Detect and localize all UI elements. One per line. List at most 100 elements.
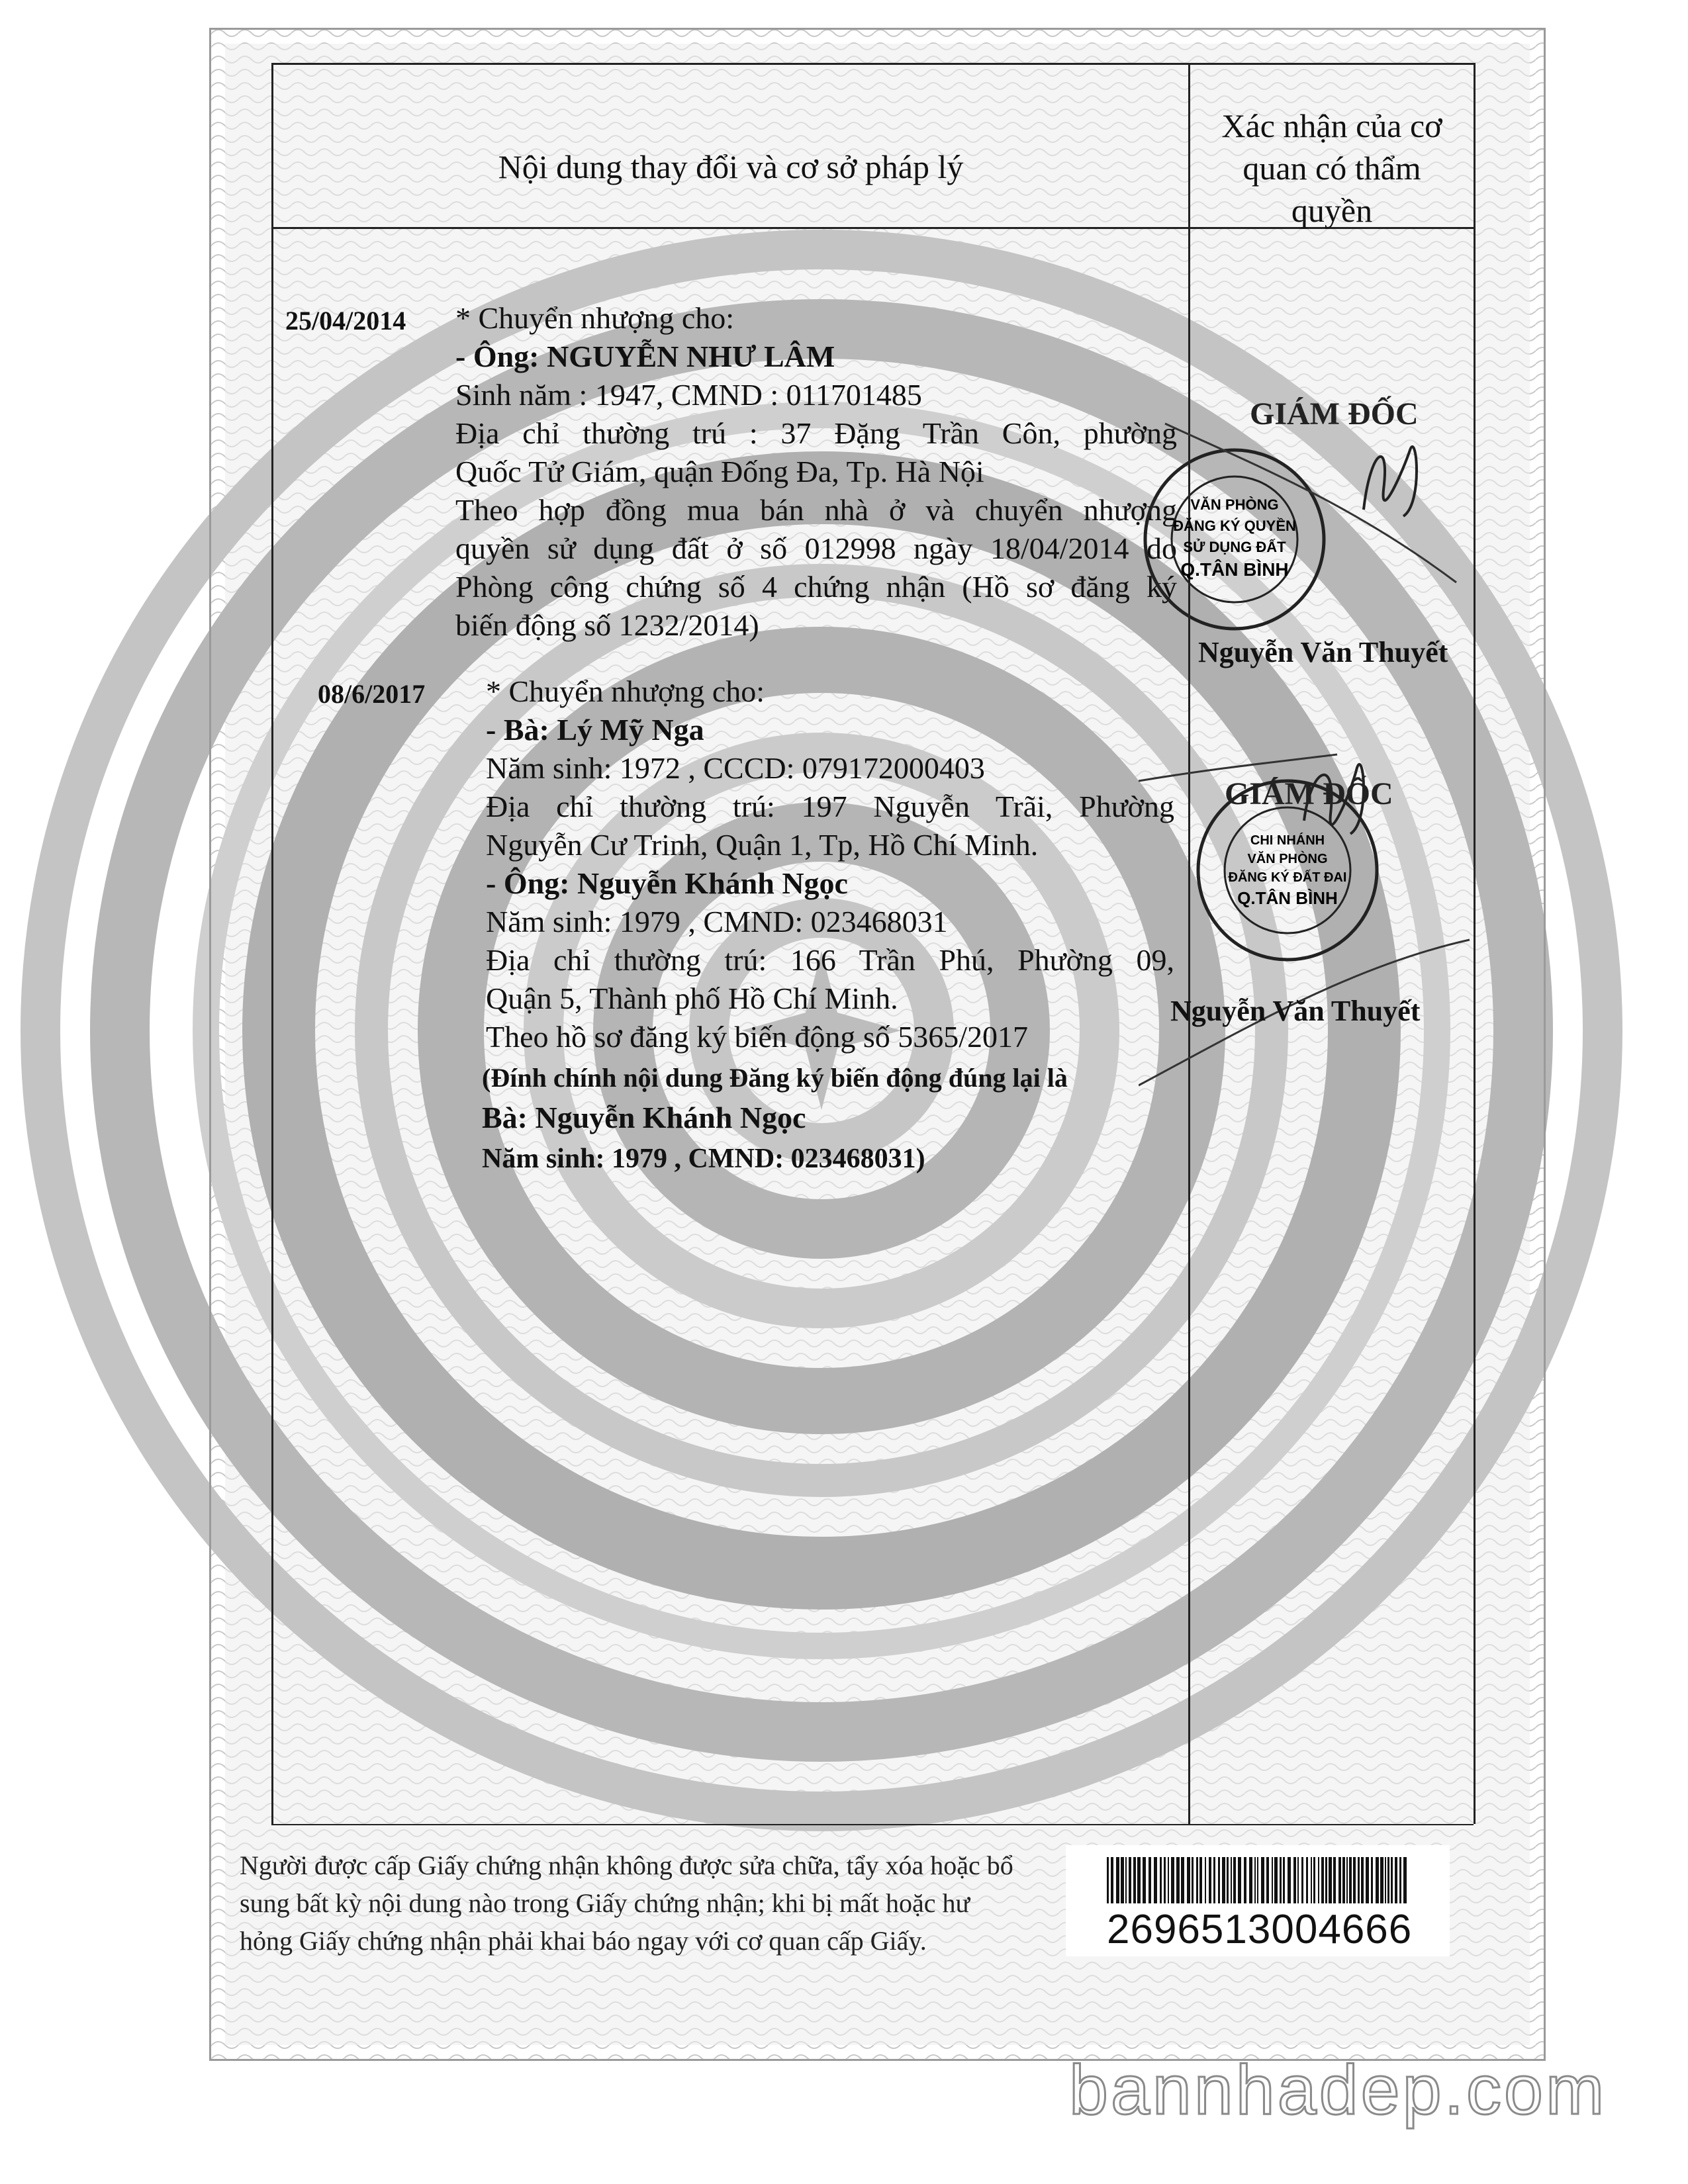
barcode-number: 2696513004666 [1107, 1907, 1413, 1952]
signer-title: GIÁM ĐỐC [1250, 396, 1419, 432]
barcode-bar [1209, 1857, 1211, 1903]
entry-line: Theo hợp đồng mua bán nhà ở và chuyển nh… [455, 493, 1177, 527]
barcode-bar [1288, 1857, 1291, 1903]
stamp-text: ĐĂNG KÝ ĐẤT ĐAI [1229, 869, 1347, 885]
barcode-bar [1187, 1857, 1190, 1903]
entry-line: quyền sử dụng đất ở số 012998 ngày 18/04… [455, 531, 1177, 565]
handwritten-signature [1164, 422, 1457, 584]
barcode-bar [1342, 1857, 1345, 1903]
official-stamp: CHI NHÁNH VĂN PHÒNG ĐĂNG KÝ ĐẤT ĐAI Q.TÂ… [1196, 779, 1379, 962]
handwritten-signature [1139, 753, 1470, 1087]
barcode-bar [1338, 1857, 1341, 1903]
barcode-bar [1403, 1857, 1407, 1903]
barcode-bar [1380, 1857, 1383, 1903]
entry-owner-name: - Ông: NGUYỄN NHƯ LÂM [455, 340, 835, 373]
barcode-bar [1143, 1857, 1146, 1903]
header-content-column: Nội dung thay đổi và cơ sở pháp lý [498, 148, 964, 185]
barcode-bar [1311, 1857, 1312, 1903]
barcode-bar [1181, 1857, 1184, 1903]
barcode-bar [1196, 1857, 1198, 1903]
barcode-bar [1227, 1857, 1229, 1903]
barcode-bar [1280, 1857, 1282, 1903]
correction-note: (Đính chính nội dung Đăng ký biến động đ… [482, 1063, 1068, 1093]
signer-name: Nguyễn Văn Thuyết [1170, 995, 1421, 1027]
entry-line: * Chuyển nhượng cho: [486, 674, 765, 708]
barcode-bar [1387, 1857, 1389, 1903]
barcode-bar [1111, 1857, 1113, 1903]
correction-name: Bà: Nguyễn Khánh Ngọc [482, 1101, 806, 1134]
stamp-text: ĐĂNG KÝ QUYỀN [1173, 518, 1296, 534]
barcode-bar [1366, 1857, 1369, 1903]
barcode-bar [1346, 1857, 1348, 1903]
barcode-bar [1233, 1857, 1236, 1903]
barcode-bar [1125, 1857, 1127, 1903]
entry-line: * Chuyển nhượng cho: [455, 301, 735, 335]
barcode-bar [1133, 1857, 1136, 1903]
barcode-bar [1249, 1857, 1252, 1903]
barcode-bar [1329, 1857, 1332, 1903]
header-confirm-line: Xác nhận của cơ [1221, 107, 1442, 144]
header-confirm-column: Xác nhận của cơ quan có thẩm quyền [1190, 105, 1474, 232]
barcode-bar [1238, 1857, 1241, 1903]
footer-notice-line: Người được cấp Giấy chứng nhận không đượ… [240, 1850, 1013, 1880]
header-divider [271, 227, 1474, 229]
stamp-text: VĂN PHÒNG [1247, 850, 1327, 866]
header-confirm-line: quyền [1291, 192, 1373, 229]
bronze-drum-emblem [21, 230, 1622, 1831]
barcode-bar [1129, 1857, 1131, 1903]
barcode-bar [1168, 1857, 1169, 1903]
barcode-bar [1254, 1857, 1256, 1903]
stamp-text: Q.TÂN BÌNH [1237, 888, 1338, 908]
entry-line: Năm sinh: 1972 , CCCD: 079172000403 [486, 751, 985, 785]
barcode-bar [1116, 1857, 1119, 1903]
barcode-bar [1321, 1857, 1324, 1903]
barcode-bar [1199, 1857, 1202, 1903]
barcode-bar [1218, 1857, 1220, 1903]
stamp-text: VĂN PHÒNG [1190, 496, 1278, 513]
barcode-bar [1353, 1857, 1356, 1903]
barcode [1107, 1857, 1407, 1903]
barcode-bar [1318, 1857, 1319, 1903]
barcode-bar [1313, 1857, 1315, 1903]
barcode-box [1066, 1845, 1450, 1956]
barcode-bar [1272, 1857, 1273, 1903]
barcode-bar [1171, 1857, 1174, 1903]
barcode-bar [1164, 1857, 1166, 1903]
page-border [209, 28, 1546, 2061]
correction-id: Năm sinh: 1979 , CMND: 023468031) [482, 1144, 925, 1174]
entry-line: Phòng công chứng số 4 chứng nhận (Hồ sơ … [455, 570, 1177, 604]
barcode-bar [1333, 1857, 1336, 1903]
entry-date: 25/04/2014 [285, 306, 406, 336]
barcode-bar [1213, 1857, 1215, 1903]
barcode-bar [1192, 1857, 1194, 1903]
entry-line: Năm sinh: 1979 , CMND: 023468031 [486, 905, 948, 938]
barcode-bar [1306, 1857, 1308, 1903]
footer-notice-line: hỏng Giấy chứng nhận phải khai báo ngay … [240, 1926, 927, 1956]
stamp-text: Q.TÂN BÌNH [1180, 559, 1288, 580]
signer-name: Nguyễn Văn Thuyết [1198, 636, 1448, 668]
barcode-bar [1121, 1857, 1124, 1903]
header-confirm-line: quan có thẩm [1243, 150, 1421, 187]
entry-line: Địa chỉ thường trú : 37 Đặng Trần Côn, p… [455, 416, 1177, 450]
barcode-bar [1399, 1857, 1401, 1903]
table-bottom-border [271, 1824, 1474, 1825]
barcode-bar [1274, 1857, 1278, 1903]
entry-date: 08/6/2017 [318, 679, 426, 709]
barcode-bar [1231, 1857, 1232, 1903]
entry-line: Sinh năm : 1947, CMND : 011701485 [455, 378, 922, 412]
entry-owner-name: - Bà: Lý Mỹ Nga [486, 713, 704, 747]
barcode-bar [1391, 1857, 1393, 1903]
barcode-bar [1257, 1857, 1258, 1903]
barcode-bar [1244, 1857, 1246, 1903]
watermark: bannhadep.com [1068, 2050, 1607, 2130]
table-left-border [271, 63, 273, 1824]
barcode-bar [1149, 1857, 1151, 1903]
barcode-bar [1358, 1857, 1360, 1903]
barcode-bar [1222, 1857, 1225, 1903]
entry-line: Quận 5, Thành phố Hồ Chí Minh. [486, 981, 898, 1015]
entry-owner-name: - Ông: Nguyễn Khánh Ngọc [486, 866, 848, 900]
barcode-bar [1205, 1857, 1206, 1903]
barcode-bar [1154, 1857, 1157, 1903]
table-top-border [271, 63, 1474, 65]
